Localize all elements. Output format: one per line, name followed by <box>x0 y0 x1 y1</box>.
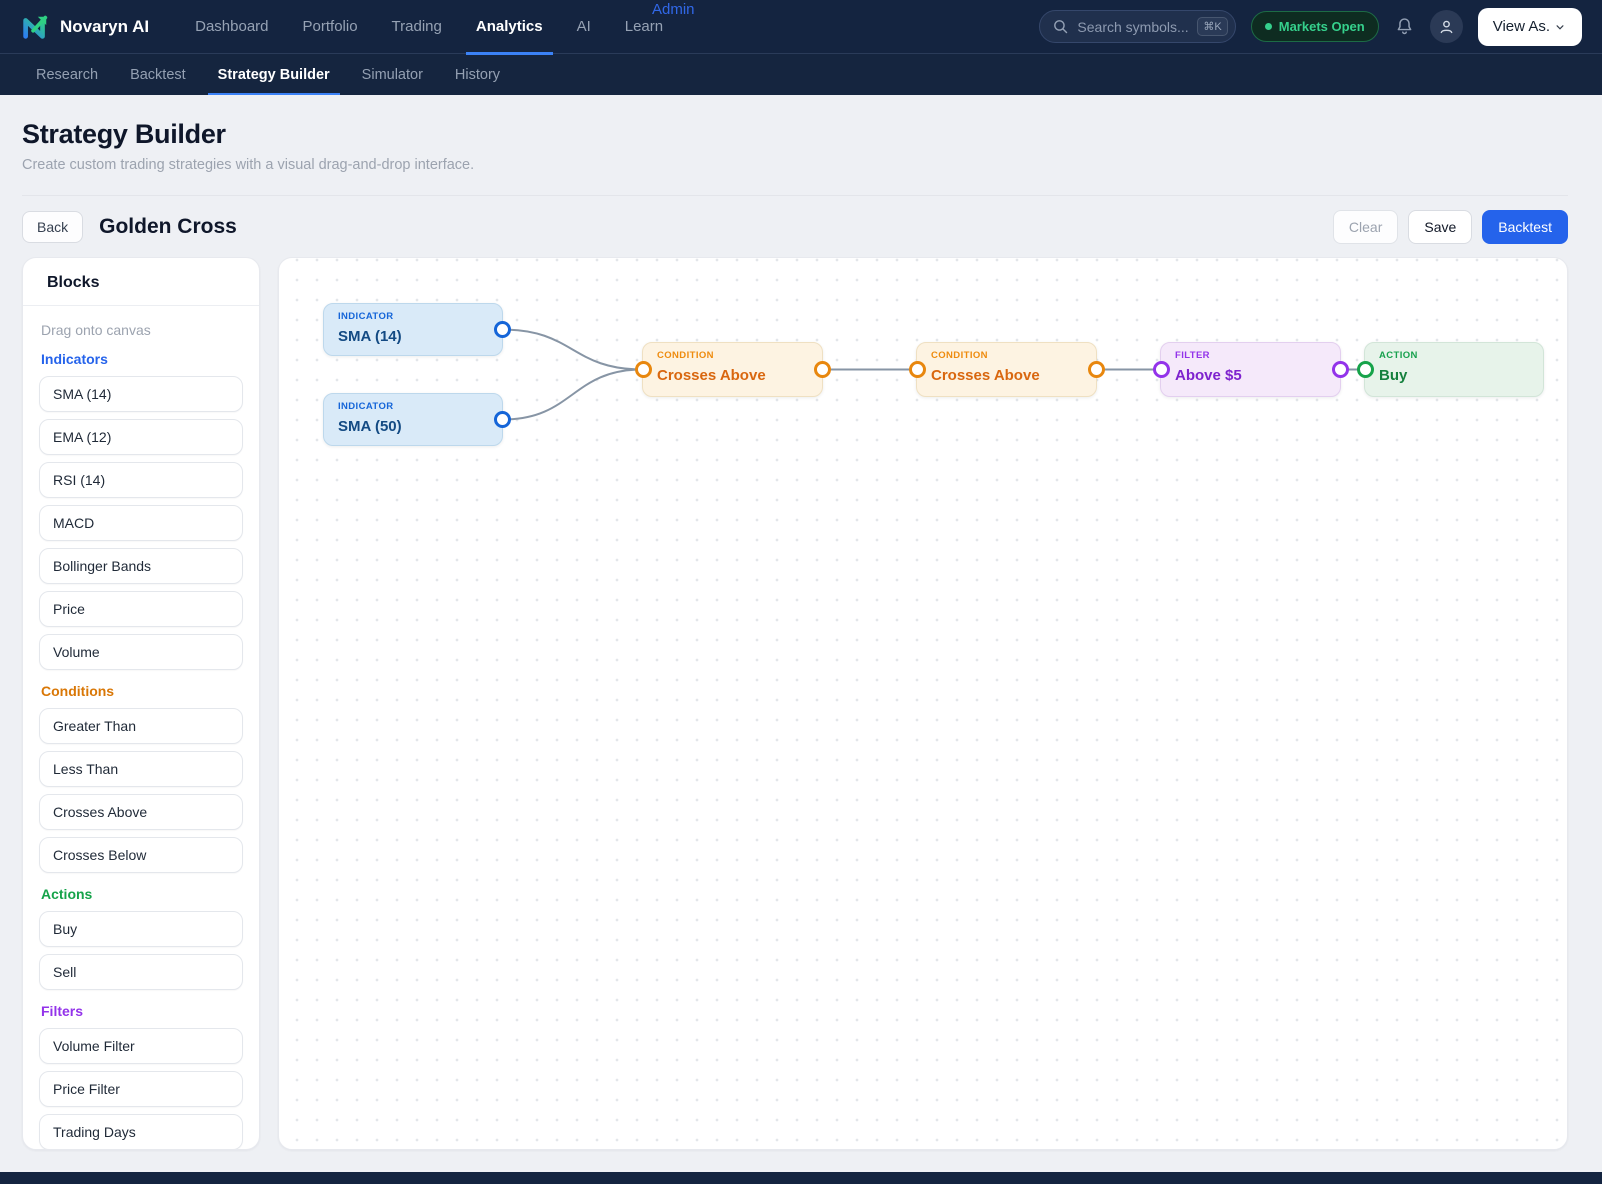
block-greater-than[interactable]: Greater Than <box>39 708 243 744</box>
block-sma-14[interactable]: SMA (14) <box>39 376 243 412</box>
section-label-indicators: Indicators <box>41 351 108 367</box>
analytics-subnav: Research Backtest Strategy Builder Simulato… <box>0 54 1602 95</box>
port-in[interactable] <box>908 361 926 378</box>
view-as-button[interactable]: View As. <box>1477 7 1582 46</box>
port-out[interactable] <box>1087 361 1105 378</box>
connection-sma50-cond1 <box>502 368 643 421</box>
search-input[interactable] <box>1077 18 1190 35</box>
block-price[interactable]: Price <box>39 591 243 627</box>
brand[interactable]: Novaryn AI <box>20 12 149 42</box>
back-button[interactable]: Back <box>22 211 84 243</box>
node-kind-label: FILTER <box>1175 350 1210 361</box>
markets-status-badge: Markets Open <box>1250 11 1379 42</box>
page-title: Strategy Builder <box>22 119 226 149</box>
port-out[interactable] <box>813 361 831 378</box>
nav-item-ai[interactable]: AI <box>576 18 591 35</box>
nav-item-portfolio[interactable]: Portfolio <box>302 18 358 35</box>
block-ema-12[interactable]: EMA (12) <box>39 419 243 455</box>
port-out[interactable] <box>493 411 511 428</box>
tab-strategy-builder[interactable]: Strategy Builder <box>202 54 346 95</box>
node-name: Crosses Above <box>931 367 1040 384</box>
block-crosses-above[interactable]: Crosses Above <box>39 794 243 830</box>
nav-item-trading[interactable]: Trading <box>391 18 442 35</box>
page-subtitle: Create custom trading strategies with a … <box>22 157 475 173</box>
node-kind-label: INDICATOR <box>338 311 394 322</box>
port-in[interactable] <box>1152 361 1170 378</box>
symbol-search[interactable]: ⌘K <box>1039 10 1236 43</box>
status-dot <box>1264 23 1272 30</box>
node-kind-label: CONDITION <box>931 350 988 361</box>
node-name: Crosses Above <box>657 367 766 384</box>
page-content: Strategy Builder Create custom trading s… <box>0 95 1602 1172</box>
blocks-hint: Drag onto canvas <box>41 322 151 338</box>
node-kind-label: CONDITION <box>657 350 714 361</box>
blocks-panel-title: Blocks <box>23 258 259 306</box>
notifications-bell-icon[interactable] <box>1394 16 1415 37</box>
node-cond1[interactable]: CONDITION Crosses Above <box>634 342 831 397</box>
main-nav-items: Dashboard Portfolio Trading Analytics AI Lear… <box>195 0 664 55</box>
port-out[interactable] <box>493 321 511 338</box>
divider <box>22 195 1568 196</box>
strategy-name: Golden Cross <box>99 215 237 238</box>
strategy-canvas[interactable]: INDICATOR SMA (14) INDICATOR SMA (50) CONDIT… <box>278 257 1568 1150</box>
node-sma14[interactable]: INDICATOR SMA (14) <box>323 303 511 356</box>
node-buy1[interactable]: ACTION Buy <box>1356 342 1544 397</box>
footer-strip <box>0 1172 1602 1184</box>
port-in[interactable] <box>634 361 652 378</box>
section-label-actions: Actions <box>41 886 93 902</box>
nav-item-learn[interactable]: Learn <box>624 18 664 35</box>
search-icon <box>1052 18 1069 35</box>
port-in[interactable] <box>1356 361 1374 378</box>
node-sma50[interactable]: INDICATOR SMA (50) <box>323 393 511 446</box>
node-name: Above $5 <box>1175 367 1242 384</box>
clear-button[interactable]: Clear <box>1332 210 1399 244</box>
port-out[interactable] <box>1331 361 1349 378</box>
node-kind-label: INDICATOR <box>338 401 394 412</box>
node-name: Buy <box>1379 367 1408 384</box>
brand-name: Novaryn AI <box>60 16 150 36</box>
view-as-label: View As. <box>1492 18 1550 35</box>
nav-item-analytics[interactable]: Analytics <box>465 0 553 55</box>
navbar-right-cluster: ⌘K Markets Open View As. <box>1039 7 1582 46</box>
node-name: SMA (50) <box>338 418 402 435</box>
main-navbar: Novaryn AI Dashboard Portfolio Trading Anal… <box>0 0 1602 55</box>
block-less-than[interactable]: Less Than <box>39 751 243 787</box>
tab-research[interactable]: Research <box>36 66 99 83</box>
node-filter1[interactable]: FILTER Above $5 <box>1152 342 1349 397</box>
save-button[interactable]: Save <box>1408 210 1473 244</box>
block-macd[interactable]: MACD <box>39 505 243 541</box>
block-trading-days[interactable]: Trading Days <box>39 1114 243 1149</box>
block-volume[interactable]: Volume <box>39 634 243 670</box>
chevron-down-icon <box>1553 20 1567 34</box>
block-crosses-below[interactable]: Crosses Below <box>39 837 243 873</box>
section-label-conditions: Conditions <box>41 683 115 699</box>
block-sell[interactable]: Sell <box>39 954 243 990</box>
user-avatar[interactable] <box>1429 10 1463 43</box>
tab-history[interactable]: History <box>454 66 501 83</box>
block-volume-filter[interactable]: Volume Filter <box>39 1028 243 1064</box>
tab-simulator[interactable]: Simulator <box>361 66 423 83</box>
node-cond2[interactable]: CONDITION Crosses Above <box>908 342 1105 397</box>
block-bollinger-bands[interactable]: Bollinger Bands <box>39 548 243 584</box>
markets-status-label: Markets Open <box>1278 19 1365 34</box>
node-name: SMA (14) <box>338 328 402 345</box>
backtest-button[interactable]: Backtest <box>1482 210 1568 244</box>
tab-backtest[interactable]: Backtest <box>130 66 186 83</box>
node-kind-label: ACTION <box>1379 350 1418 361</box>
flow-connections <box>502 328 1365 421</box>
connection-sma14-cond1 <box>502 328 643 371</box>
block-rsi-14[interactable]: RSI (14) <box>39 462 243 498</box>
nav-item-dashboard[interactable]: Dashboard <box>195 18 269 35</box>
section-label-filters: Filters <box>41 1003 84 1019</box>
block-price-filter[interactable]: Price Filter <box>39 1071 243 1107</box>
brand-logo-icon <box>20 12 50 42</box>
nav-item-admin[interactable]: Admin <box>652 1 695 18</box>
strategy-toolbar: Back Golden Cross Clear Save Backtest <box>22 210 1568 244</box>
toolbar-actions: Clear Save Backtest <box>1332 210 1568 244</box>
block-buy[interactable]: Buy <box>39 911 243 947</box>
search-shortcut-badge: ⌘K <box>1197 17 1228 36</box>
